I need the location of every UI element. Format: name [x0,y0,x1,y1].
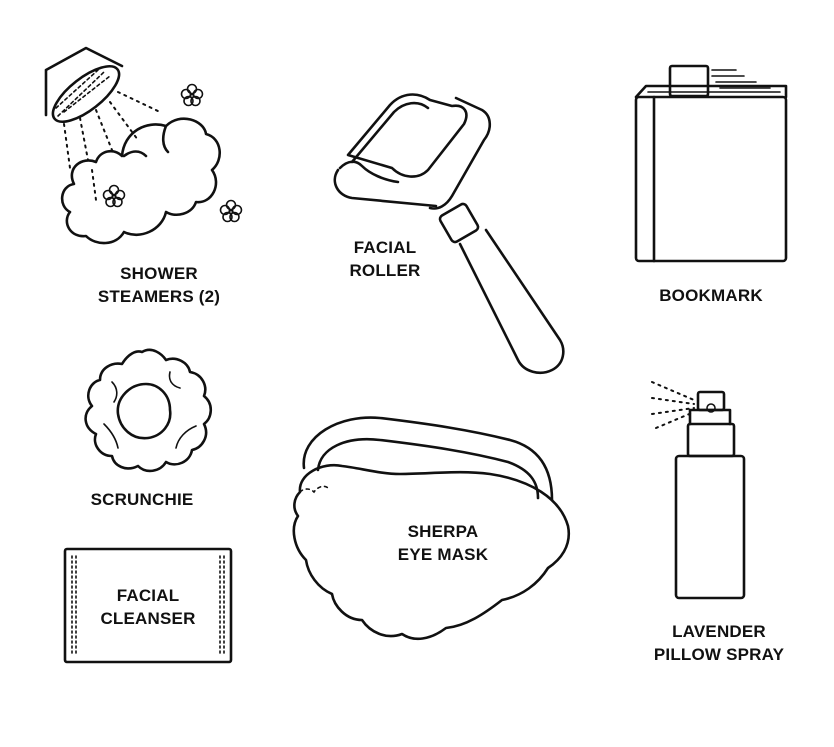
facial-roller-icon [333,93,565,374]
bookmark-label: BOOKMARK [636,284,786,307]
shower-steamers-label: SHOWER STEAMERS (2) [84,262,234,308]
book-icon [634,64,788,263]
scrunchie-icon [84,348,213,473]
facial-cleanser-line2: CLEANSER [100,609,196,628]
steamer-cloud-icon [60,117,221,245]
shower-head-icon [44,46,124,123]
bookmark-tab-icon [668,64,710,98]
cleanser-packet-icon [63,547,233,664]
lavender-pillow-spray-line2: PILLOW SPRAY [653,645,785,664]
scrunchie-label: SCRUNCHIE [72,488,212,511]
facial-cleanser-line1: FACIAL [116,586,180,605]
facial-roller-label: FACIAL ROLLER [330,236,440,282]
facial-roller-line1: FACIAL [353,238,417,257]
sherpa-eye-mask-label: SHERPA EYE MASK [378,520,508,566]
shower-steamers-line2: STEAMERS (2) [97,287,221,306]
sherpa-eye-mask-line2: EYE MASK [397,545,489,564]
lavender-pillow-spray-label: LAVENDER PILLOW SPRAY [634,620,804,666]
water-spray-icon [63,91,161,201]
facial-roller-line2: ROLLER [349,261,421,280]
shower-steamers-line1: SHOWER [120,264,198,283]
facial-cleanser-label: FACIAL CLEANSER [70,584,226,630]
bookmark-line1: BOOKMARK [659,286,763,305]
sherpa-eye-mask-line1: SHERPA [407,522,479,541]
flower-icon [102,83,243,223]
eye-mask-icon [292,416,571,641]
scrunchie-line1: SCRUNCHIE [90,490,194,509]
spray-bottle-icon [651,381,746,600]
lavender-pillow-spray-line1: LAVENDER [672,622,766,641]
